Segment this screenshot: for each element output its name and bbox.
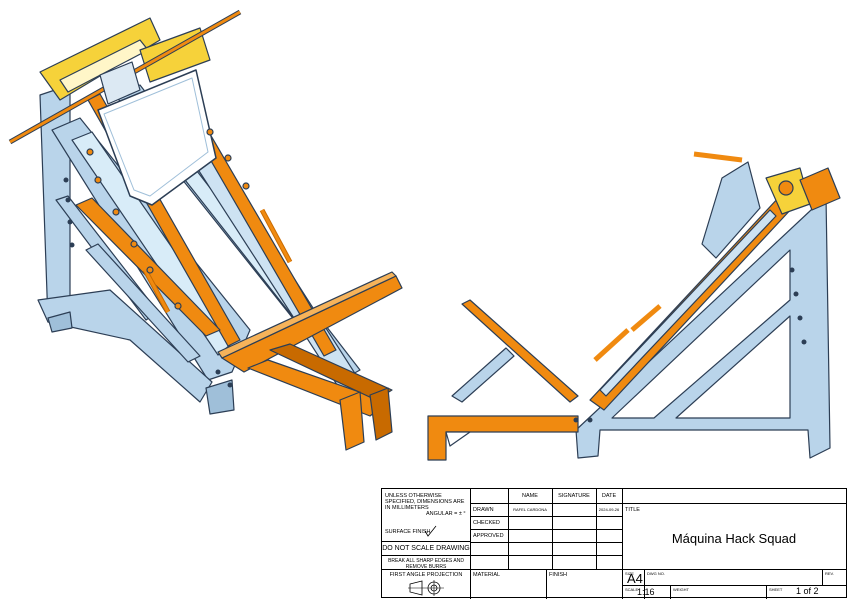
- side-frame-holes: [573, 267, 807, 423]
- iso-base-left: [37, 289, 213, 403]
- col-date: DATE: [601, 493, 617, 499]
- side-strut: [451, 347, 515, 403]
- dwg-no-label: DWG NO.: [647, 571, 665, 576]
- iso-frame-holes: [63, 177, 233, 388]
- side-foot-plate: [461, 299, 579, 403]
- do-not-scale-note: DO NOT SCALE DRAWING: [382, 545, 470, 552]
- iso-sled-foot-1: [339, 391, 365, 451]
- isometric-view: [8, 9, 403, 451]
- surface-finish-icon: [424, 525, 437, 537]
- scale-label: SCALE: [625, 587, 639, 592]
- first-angle-projection-icon: [408, 580, 444, 596]
- iso-back-pad: [97, 69, 217, 206]
- sheet-number: 1 of 2: [796, 586, 819, 596]
- side-frame-opening-1: [611, 249, 791, 419]
- row-checked: CHECKED: [473, 520, 500, 526]
- row-approved: APPROVED: [473, 533, 504, 539]
- col-name: NAME: [522, 493, 538, 499]
- break-edges-note: BREAK ALL SHARP EDGES AND REMOVE BURRS: [388, 558, 464, 570]
- side-back-pad: [701, 161, 761, 259]
- side-frame-opening-2: [675, 315, 791, 419]
- iso-shoulder-pad: [99, 61, 141, 105]
- iso-sled-base-2: [269, 343, 393, 401]
- side-counter-block: [799, 167, 841, 211]
- iso-brace-2: [85, 243, 201, 363]
- side-carriage-hub: [778, 180, 794, 196]
- weight-label: WEIGHT: [673, 587, 689, 592]
- drawing-title: Máquina Hack Squad: [671, 531, 797, 546]
- scale-value: 1:16: [637, 587, 655, 597]
- size-label: SIZE: [625, 571, 634, 576]
- side-handle: [693, 151, 743, 163]
- side-view: [427, 151, 841, 461]
- col-signature: SIGNATURE: [558, 493, 590, 499]
- finish-label: FINISH: [549, 572, 568, 578]
- iso-base-foot-b: [205, 379, 235, 415]
- surface-finish-label: SURFACE FINISH: [385, 529, 431, 535]
- sheet-label: SHEET: [769, 587, 783, 592]
- title-block: UNLESS OTHERWISE SPECIFIED, DIMENSIONS A…: [381, 488, 847, 599]
- title-label: TITLE: [625, 507, 640, 513]
- iso-orange-arm: [75, 197, 221, 337]
- side-main-frame: [575, 195, 831, 459]
- projection-label: FIRST ANGLE PROJECTION: [389, 572, 463, 578]
- general-note: UNLESS OTHERWISE SPECIFIED, DIMENSIONS A…: [385, 493, 465, 511]
- material-label: MATERIAL: [473, 572, 501, 578]
- drawn-by-name: RAFEL CARDONA: [513, 507, 547, 512]
- drawn-date: 2024-09-26: [598, 507, 620, 512]
- iso-adjust-pins: [86, 128, 250, 310]
- iso-sled-foot-2: [369, 387, 393, 441]
- technical-drawing: [8, 9, 841, 461]
- sheet-size: A4: [627, 571, 643, 586]
- angular-tolerance: ANGULAR = ± °: [426, 511, 466, 517]
- rev-label: REV.: [825, 571, 834, 576]
- iso-base-foot-a: [47, 311, 73, 333]
- row-drawn: DRAWN: [473, 507, 494, 513]
